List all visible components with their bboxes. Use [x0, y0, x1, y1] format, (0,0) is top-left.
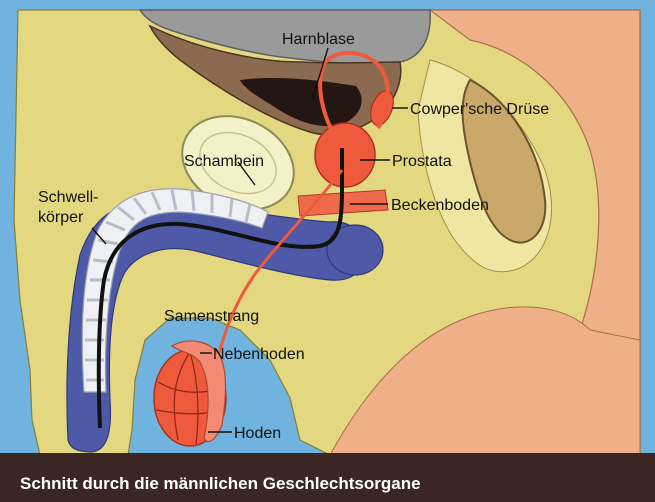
- label-prostata: Prostata: [392, 153, 452, 170]
- label-hoden: Hoden: [234, 425, 281, 442]
- label-schwellkoerper-2: körper: [38, 209, 84, 226]
- label-harnblase: Harnblase: [282, 31, 355, 48]
- figure-caption: Schnitt durch die männlichen Geschlechts…: [20, 474, 421, 494]
- label-beckenboden: Beckenboden: [391, 197, 489, 214]
- label-samenstrang: Samenstrang: [164, 308, 259, 325]
- label-nebenhoden: Nebenhoden: [213, 346, 305, 363]
- prostate-gland: [315, 123, 375, 187]
- label-schwellkoerper-1: Schwell-: [38, 189, 98, 206]
- label-schambein: Schambein: [184, 153, 264, 170]
- label-cowper: Cowper'sche Drüse: [410, 101, 549, 118]
